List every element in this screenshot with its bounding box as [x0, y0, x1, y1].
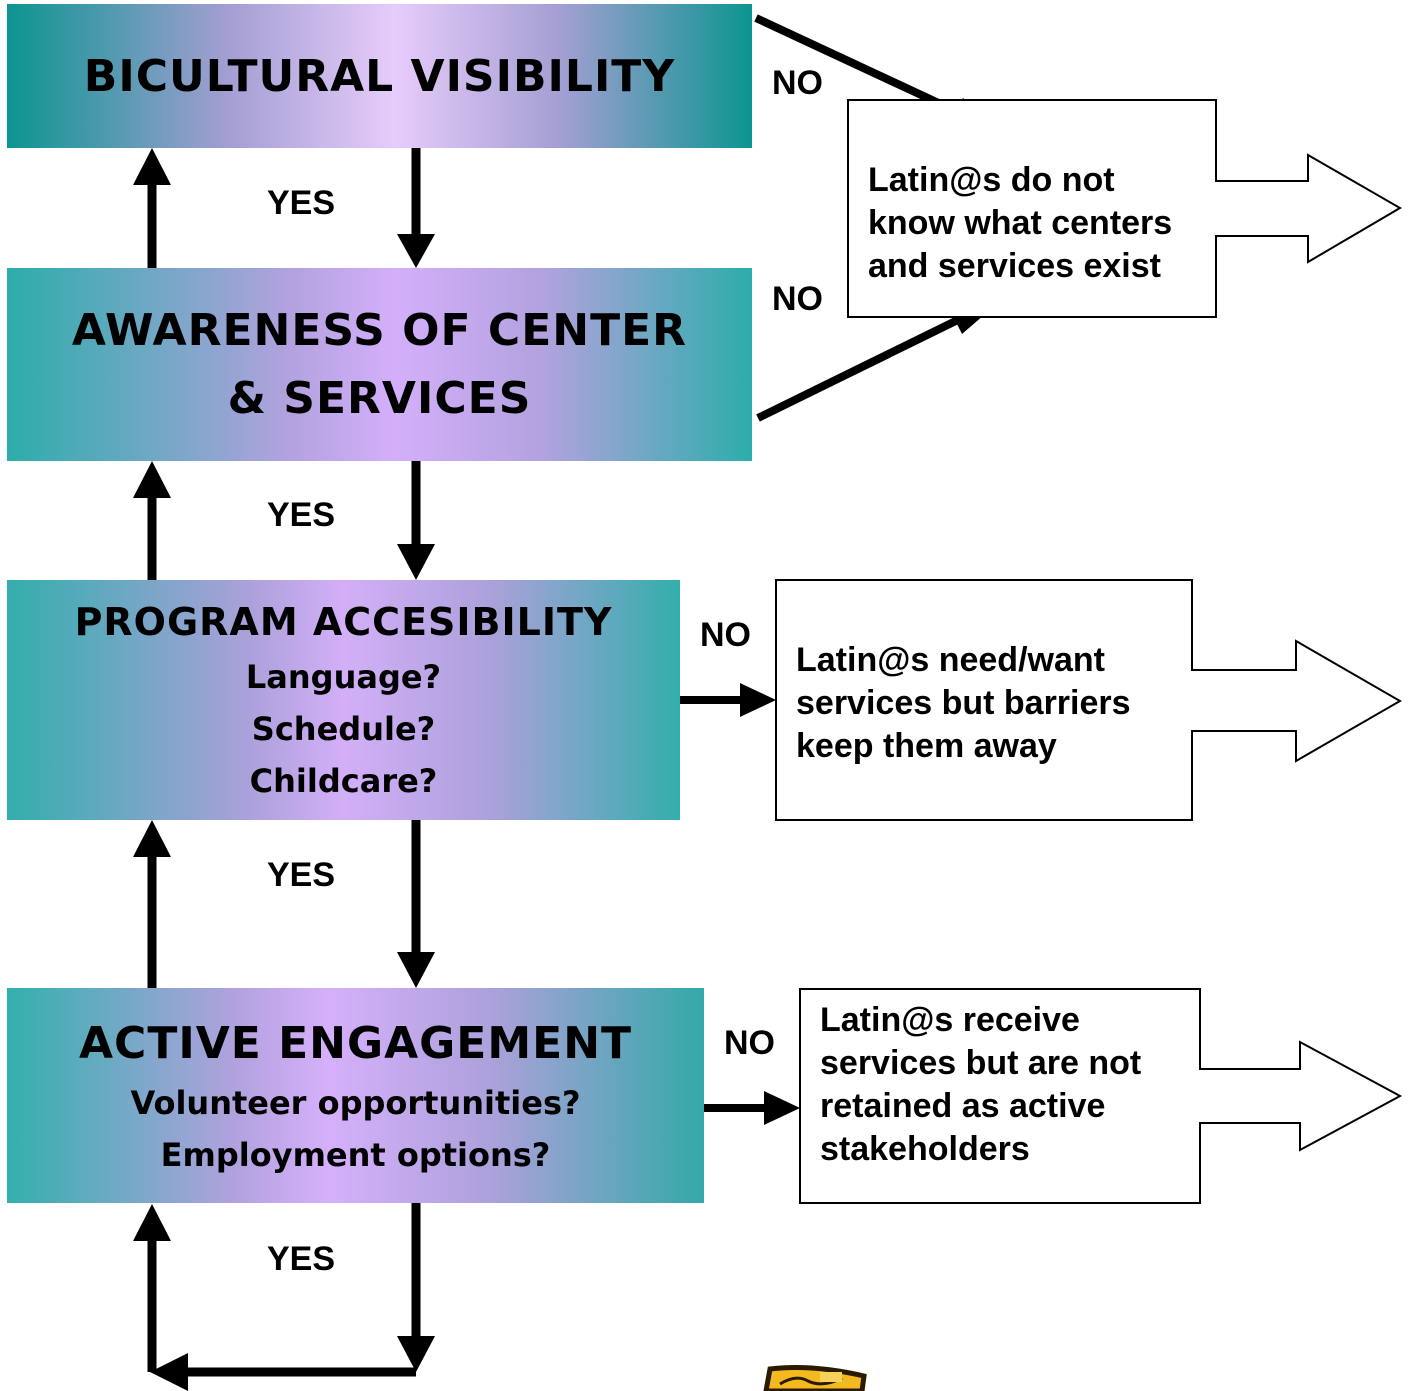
feedback-arrow-up-head [133, 820, 171, 857]
yes-arrow-down-head [397, 234, 435, 268]
outcome-box [775, 579, 1403, 821]
no-arrow-right-head [764, 1091, 800, 1125]
outcome-text: Latin@s receive services but are not ret… [820, 999, 1141, 1171]
yes-arrow-down-head [397, 1336, 435, 1372]
outcome-text: Latin@s need/want services but barriers … [796, 639, 1131, 768]
feedback-arrow-up-head [133, 1204, 171, 1241]
outcome-line: services but barriers [796, 684, 1131, 722]
outcome-line: Latin@s do not [868, 161, 1115, 199]
no-label: NO [772, 280, 823, 318]
loop-arrow-head [150, 1353, 188, 1391]
yes-label: YES [267, 496, 336, 534]
outcome-line: know what centers [868, 204, 1173, 242]
stage-question: Language? [245, 658, 442, 696]
yes-label: YES [267, 1240, 336, 1278]
stage-question: Schedule? [251, 710, 436, 748]
clip-art-icon [763, 1365, 867, 1391]
no-label: NO [724, 1024, 775, 1062]
stage-question: Childcare? [249, 762, 438, 800]
outcome-line: stakeholders [820, 1130, 1030, 1168]
feedback-arrow-up-head [133, 461, 171, 498]
stage-title: AWARENESS OF CENTER [71, 304, 688, 356]
no-arrow-right-head [740, 683, 776, 717]
outcome-line: Latin@s need/want [796, 641, 1105, 679]
no-label: NO [772, 64, 823, 102]
stage-title: BICULTURAL VISIBILITY [83, 50, 676, 102]
outcome-line: and services exist [868, 247, 1161, 285]
stage-awareness: AWARENESS OF CENTER & SERVICES [7, 268, 752, 461]
stage-question: Volunteer opportunities? [130, 1083, 581, 1122]
stage-title: PROGRAM ACCESIBILITY [74, 600, 613, 644]
no-label: NO [700, 616, 751, 654]
stage-program-accessibility: PROGRAM ACCESIBILITY Language? Schedule?… [7, 580, 680, 820]
outcome-text: Latin@s do not know what centers and ser… [868, 159, 1172, 288]
feedback-arrow-up-head [133, 148, 171, 185]
yes-arrow-down-head [397, 952, 435, 988]
outcome-line: services but are not [820, 1044, 1142, 1082]
stage-active-engagement: ACTIVE ENGAGEMENT Volunteer opportunitie… [7, 988, 704, 1203]
outcome-box [847, 99, 1402, 318]
yes-label: YES [267, 184, 336, 222]
yes-label: YES [267, 856, 336, 894]
outcome-line: Latin@s receive [820, 1001, 1080, 1039]
stage-bicultural-visibility: BICULTURAL VISIBILITY [7, 4, 752, 148]
outcome-box [799, 988, 1403, 1204]
stage-question: Employment options? [160, 1135, 551, 1174]
outcome-line: retained as active [820, 1087, 1106, 1125]
yes-arrow-down-head [397, 544, 435, 580]
outcome-line: keep them away [796, 727, 1057, 765]
stage-title: & SERVICES [227, 372, 532, 424]
no-arrow-diagonal [756, 309, 974, 422]
stage-title: ACTIVE ENGAGEMENT [78, 1017, 633, 1069]
